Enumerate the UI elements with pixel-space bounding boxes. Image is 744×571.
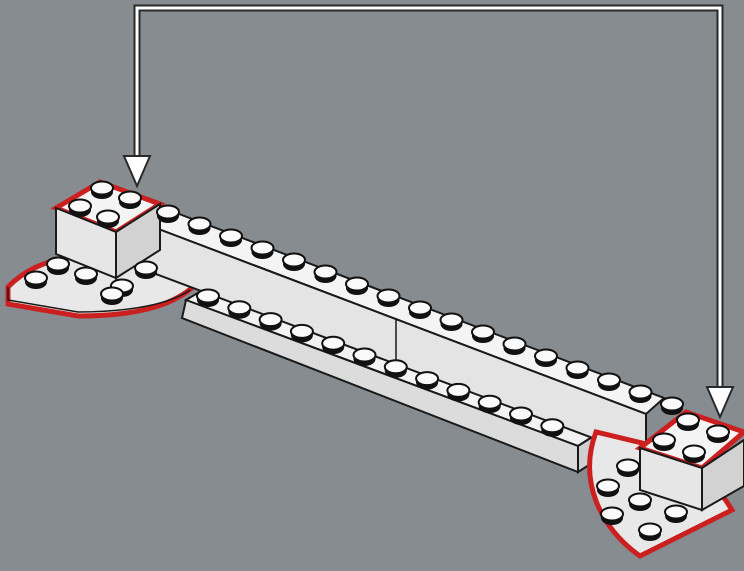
stud-long-brick <box>534 348 558 367</box>
stud-long-brick <box>156 204 180 223</box>
stud-right-brick <box>682 444 706 463</box>
stud-long-plate <box>289 323 314 343</box>
arrow-down-icon <box>705 386 735 420</box>
stud-left-plate <box>46 256 70 275</box>
stud-right-brick <box>676 412 700 431</box>
stud-long-plate <box>509 406 533 425</box>
stud-long-plate <box>383 359 408 378</box>
stud-right-plate <box>628 492 652 511</box>
stud-long-brick <box>597 372 621 391</box>
stud-long-plate <box>227 300 252 319</box>
stud-long-brick <box>313 264 338 283</box>
stud-long-plate <box>196 288 220 307</box>
stud-left-plate <box>100 286 124 305</box>
studs <box>24 180 730 541</box>
stud-long-plate <box>477 394 502 414</box>
stud-long-brick <box>502 336 527 355</box>
stud-long-plate <box>352 347 377 366</box>
stud-right-brick <box>706 424 730 443</box>
stud-long-brick <box>471 324 495 343</box>
stud-left-brick <box>68 198 92 217</box>
stud-right-plate <box>600 506 624 525</box>
stud-long-brick <box>628 384 653 403</box>
stud-long-brick <box>282 252 306 271</box>
stud-long-brick <box>345 276 369 295</box>
stud-long-plate <box>415 371 440 390</box>
stud-long-plate <box>540 418 565 437</box>
stud-long-brick <box>565 360 590 379</box>
arrow-down-icon <box>122 155 152 189</box>
stud-right-plate <box>638 522 662 541</box>
stud-long-plate <box>258 312 283 331</box>
stud-left-plate <box>24 270 48 289</box>
stud-long-brick <box>187 216 212 235</box>
stud-right-plate <box>596 478 620 497</box>
stud-right-brick <box>652 432 676 451</box>
arrow-line-inner <box>135 6 722 392</box>
stud-long-plate <box>446 382 471 402</box>
stud-long-brick <box>439 312 464 331</box>
stud-left-brick <box>90 180 114 199</box>
stud-long-brick <box>376 288 401 307</box>
stud-long-plate <box>321 335 346 355</box>
stud-long-brick <box>250 240 275 259</box>
stud-left-brick <box>96 209 120 228</box>
placement-arrows <box>122 4 735 420</box>
stud-left-brick <box>118 190 142 209</box>
stud-right-plate <box>616 458 640 477</box>
stud-long-brick <box>219 228 243 247</box>
stud-left-plate <box>134 260 158 279</box>
stud-right-plate <box>664 504 688 523</box>
stud-long-brick <box>408 300 432 319</box>
stud-long-brick <box>660 396 684 415</box>
stud-left-plate <box>74 266 98 285</box>
